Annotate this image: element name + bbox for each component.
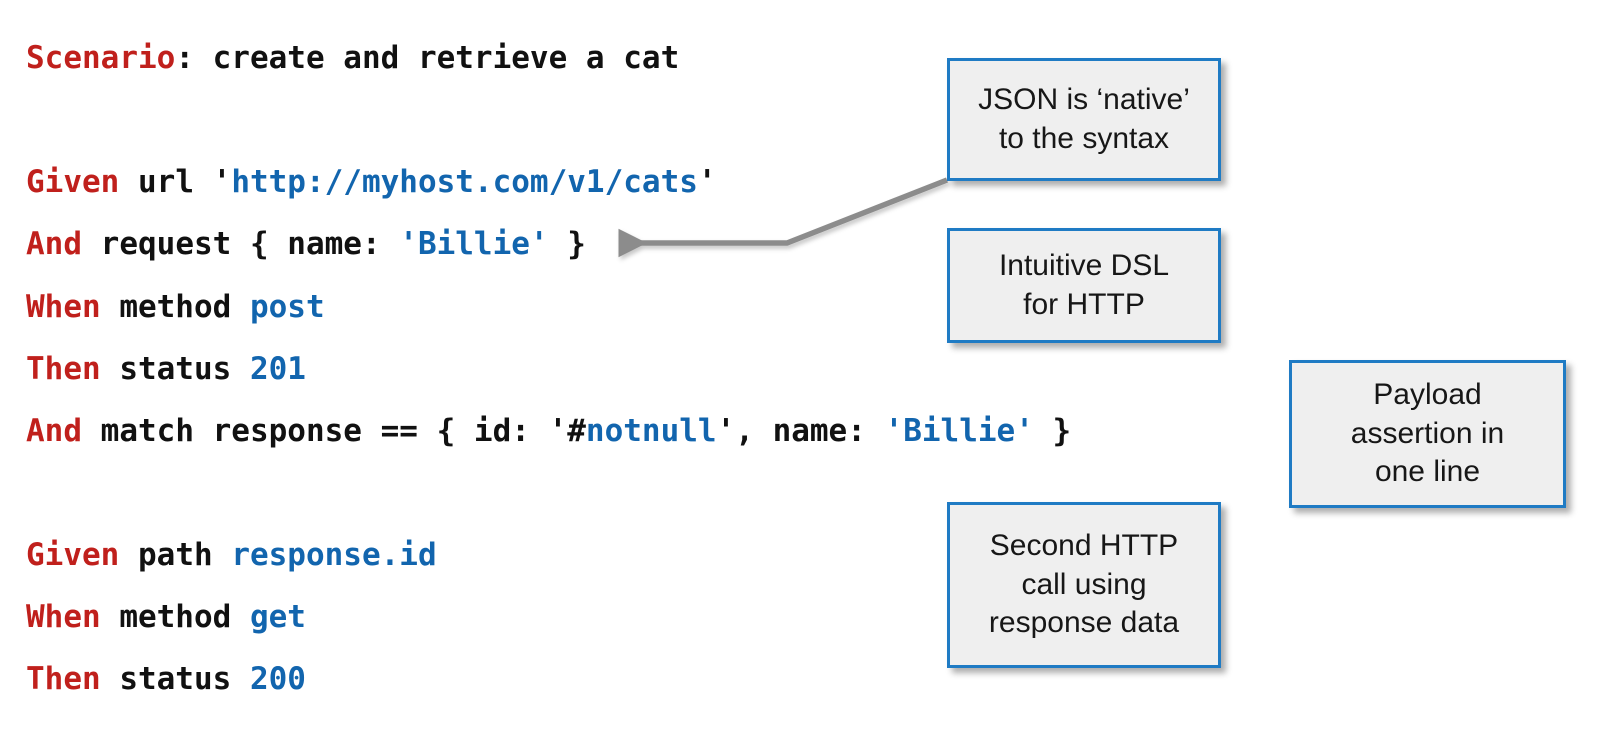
code-token-given-url-3: ' — [697, 164, 717, 200]
callout-text-line-second-http-call-0: Second HTTP — [989, 529, 1179, 563]
code-token-and-request-2: 'Billie' — [399, 226, 549, 262]
callout-payload-assertion[interactable]: Payload assertion in one line — [1289, 360, 1566, 508]
code-token-when-method-post-2: post — [249, 289, 325, 325]
code-token-and-request-1: request { name: — [82, 226, 400, 262]
callout-text-payload-assertion: Payload assertion in one line — [1351, 376, 1504, 491]
code-line-scenario: Scenario: create and retrieve a cat — [26, 40, 679, 76]
code-line-and-match-response: And match response == { id: '#notnull', … — [26, 413, 1071, 449]
code-token-and-match-response-3: ', name: — [716, 413, 885, 449]
callout-text-second-http-call: Second HTTP call using response data — [989, 527, 1179, 642]
code-token-when-method-post-1: method — [100, 289, 250, 325]
code-token-given-url-2: http://myhost.com/v1/cats — [231, 164, 698, 200]
callout-text-line-payload-assertion-2: one line — [1374, 455, 1481, 489]
code-token-then-status-200-0: Then — [26, 661, 101, 697]
code-line-given-url: Given url 'http://myhost.com/v1/cats' — [26, 164, 717, 200]
code-line-then-status-200: Then status 200 — [26, 661, 306, 697]
code-token-and-request-3: } — [548, 226, 586, 262]
callout-text-line-intuitive-dsl-1: for HTTP — [1023, 287, 1145, 321]
code-token-when-method-get-2: get — [249, 599, 306, 635]
callout-text-json-native: JSON is ‘native’ to the syntax — [978, 81, 1190, 158]
code-token-scenario-1: : create and retrieve a cat — [175, 40, 680, 76]
callout-text-intuitive-dsl: Intuitive DSL for HTTP — [999, 247, 1169, 324]
code-token-given-url-1: url ' — [119, 164, 232, 200]
code-line-when-method-post: When method post — [26, 289, 325, 325]
callout-text-line-json-native-0: JSON is ‘native’ — [978, 83, 1190, 117]
callout-text-line-second-http-call-1: call using — [1021, 567, 1147, 601]
code-token-given-url-0: Given — [26, 164, 120, 200]
code-token-and-request-0: And — [26, 226, 82, 262]
callout-text-line-intuitive-dsl-0: Intuitive DSL — [998, 249, 1170, 283]
code-token-and-match-response-4: 'Billie' — [884, 413, 1034, 449]
code-token-when-method-get-1: method — [100, 599, 250, 635]
code-token-then-status-200-1: status — [100, 661, 250, 697]
code-token-then-status-200-2: 200 — [249, 661, 306, 697]
code-token-then-status-201-1: status — [100, 351, 250, 387]
callout-text-line-second-http-call-2: response data — [988, 606, 1180, 640]
callout-text-line-json-native-1: to the syntax — [998, 121, 1170, 155]
code-line-given-path: Given path response.id — [26, 537, 437, 573]
code-line-then-status-201: Then status 201 — [26, 351, 306, 387]
code-token-when-method-get-0: When — [26, 599, 101, 635]
callout-second-http-call[interactable]: Second HTTP call using response data — [947, 502, 1221, 668]
callout-text-line-payload-assertion-0: Payload — [1373, 378, 1482, 412]
code-line-and-request: And request { name: 'Billie' } — [26, 226, 586, 262]
code-token-scenario-0: Scenario — [26, 40, 176, 76]
callout-intuitive-dsl[interactable]: Intuitive DSL for HTTP — [947, 228, 1221, 343]
code-token-given-path-1: path — [119, 537, 232, 573]
code-token-when-method-post-0: When — [26, 289, 101, 325]
callout-text-line-payload-assertion-1: assertion in — [1350, 416, 1505, 450]
code-token-and-match-response-5: } — [1033, 413, 1072, 449]
code-token-given-path-2: response.id — [231, 537, 437, 573]
code-token-and-match-response-2: notnull — [585, 413, 717, 449]
code-token-given-path-0: Given — [26, 537, 120, 573]
code-token-then-status-201-2: 201 — [249, 351, 306, 387]
code-token-and-match-response-1: match response == { id: '# — [82, 413, 586, 449]
code-line-when-method-get: When method get — [26, 599, 306, 635]
callout-json-native[interactable]: JSON is ‘native’ to the syntax — [947, 58, 1221, 181]
code-token-then-status-201-0: Then — [26, 351, 101, 387]
code-token-and-match-response-0: And — [26, 413, 82, 449]
